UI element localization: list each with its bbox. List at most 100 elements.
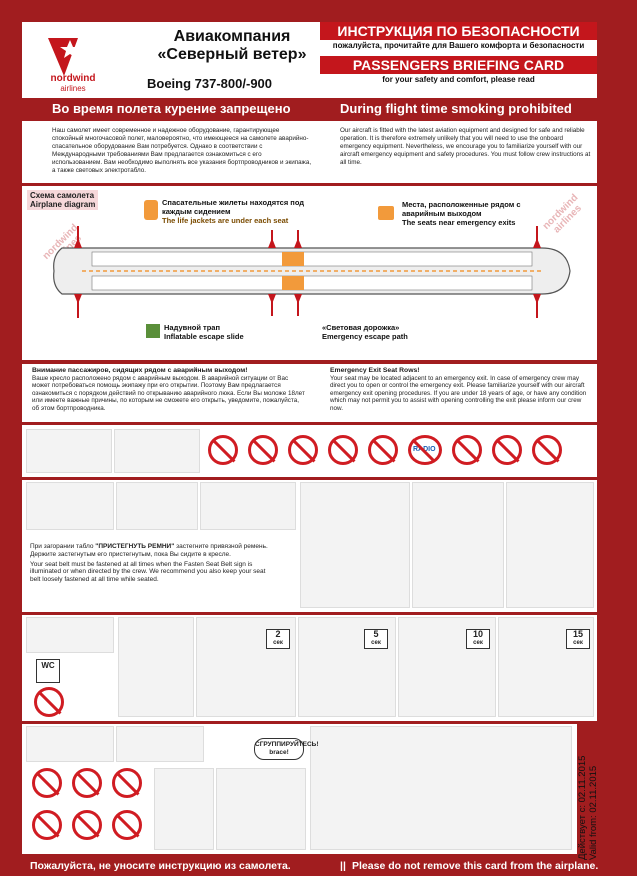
tighten-belt-image — [116, 482, 198, 530]
brace-position-image — [310, 726, 572, 850]
radio-label: RADIO — [413, 446, 436, 453]
footer-separator: || — [340, 860, 346, 872]
timer-value: 5 — [373, 629, 379, 639]
seat-back-upright-image — [412, 482, 504, 608]
exit-seat-icon — [378, 206, 394, 220]
cabin-layout — [53, 200, 571, 338]
intro-en: Our aircraft is fitted with the latest a… — [340, 127, 591, 166]
no-laptop-icon — [208, 435, 238, 465]
takeoff-scene-image — [26, 429, 112, 473]
slide-ru: Надувной трап — [164, 323, 220, 332]
exit-rows-en: Emergency Exit Seat Rows! Your seat may … — [330, 367, 592, 413]
nordwind-logo-icon — [48, 38, 80, 76]
aircraft-type: Boeing 737-800/-900 — [147, 76, 273, 91]
timer-unit: сек — [273, 640, 283, 646]
life-vest-ru: Спасательные жилеты находятся под каждым… — [162, 198, 305, 216]
diagram-title: Схема самолета Airplane diagram — [27, 190, 99, 210]
footer-ru: Пожалуйста, не уносите инструкцию из сам… — [30, 860, 291, 872]
no-radio-icon: RADIO — [408, 435, 442, 465]
ditching-scene-image — [116, 726, 204, 762]
no-smoking-icon — [34, 687, 64, 717]
validity-text: Действует с: 02.11.2015 Valid from: 02.1… — [577, 700, 599, 860]
landing-scene-image — [114, 429, 200, 473]
overhead-bin-image — [300, 482, 410, 608]
no-high-heels-icon — [32, 768, 62, 798]
no-rc-toy-icon — [452, 435, 482, 465]
exit-rows-panel: Внимание пассажиров, сидящих рядом с ава… — [22, 364, 597, 422]
seat-rows — [91, 251, 533, 291]
subtitle-en: for your safety and comfort, please read — [382, 75, 535, 84]
seatbelt-text-content: При загорании табло "ПРИСТЕГНУТЬ РЕМНИ" … — [30, 543, 270, 584]
validity-en: Valid from: 02.11.2015 — [588, 765, 599, 860]
fasten-belt-image — [26, 482, 114, 530]
title-ru: ИНСТРУКЦИЯ ПО БЕЗОПАСНОСТИ — [320, 22, 597, 40]
timer-unit: сек — [473, 640, 483, 646]
no-shaver-icon — [532, 435, 562, 465]
brace-ru: СГРУППИРУЙТЕСЬ! — [255, 741, 319, 748]
seatbelt-text: При загорании табло "ПРИСТЕГНУТЬ РЕМНИ" … — [22, 540, 275, 610]
passenger-seated-image — [506, 482, 594, 608]
smoking-en: During flight time smoking prohibited — [340, 101, 572, 116]
passenger-seated-belt-image — [118, 617, 194, 717]
no-camera-icon — [248, 435, 278, 465]
smoking-ru: Во время полета курение запрещено — [52, 101, 291, 116]
exit-rows-ru-title: Внимание пассажиров, сидящих рядом с ава… — [32, 367, 248, 374]
footer-en: Please do not remove this card from the … — [352, 860, 599, 872]
cruise-scene-image — [26, 617, 114, 653]
escape-path-en: Emergency escape path — [322, 332, 408, 341]
airline-name-line2: «Северный ветер» — [157, 46, 307, 63]
no-sharp-objects-icon — [112, 810, 142, 840]
seatbelt-en: Your seat belt must be fastened at all t… — [30, 560, 266, 584]
validity-stamp: Действует с: 02.11.2015 Valid from: 02.1… — [577, 700, 607, 860]
exit-rows-ru-text: Ваше кресло расположено рядом с аварийны… — [32, 374, 305, 412]
no-shoes-icon — [32, 810, 62, 840]
slide-icon — [146, 324, 160, 338]
exit-arrows — [74, 226, 541, 318]
exit-rows-en-text: Your seat may be located adjacent to an … — [330, 374, 587, 412]
logo-text: nordwind airlines — [38, 74, 108, 94]
no-microphone-icon — [368, 435, 398, 465]
life-vest-en: The life jackets are under each seat — [162, 216, 289, 225]
no-scissors-icon — [112, 768, 142, 798]
validity-ru: Действует с: 02.11.2015 — [577, 755, 588, 860]
logo-sub: airlines — [60, 84, 86, 93]
escape-path-ru: «Световая дорожка» — [322, 323, 400, 332]
no-handheld-device-icon — [492, 435, 522, 465]
timer-unit: сек — [371, 640, 381, 646]
diagram-title-ru: Схема самолета — [30, 191, 95, 200]
life-vest-label: Спасательные жилеты находятся под каждым… — [162, 198, 332, 225]
timer-value: 2 — [275, 629, 281, 639]
intro-ru: Наш самолет имеет современное и надежное… — [52, 127, 312, 174]
seatbelt-ru-lead: При загорании табло — [30, 543, 96, 550]
intro-panel: Наш самолет имеет современное и надежное… — [22, 121, 597, 183]
logo-word: nordwind — [50, 73, 96, 84]
buckle-belt-image — [216, 768, 306, 850]
brace-en: brace! — [269, 749, 289, 756]
brace-callout: СГРУППИРУЙТЕСЬ! brace! — [254, 738, 319, 760]
life-vest-icon — [144, 200, 158, 220]
no-mobile-phone-icon — [288, 435, 318, 465]
no-pen-icon — [72, 810, 102, 840]
escape-path-label: «Световая дорожка» Emergency escape path — [322, 323, 462, 341]
timer-value: 15 — [572, 629, 583, 639]
seatbelt-ru-sign: "ПРИСТЕГНУТЬ РЕМНИ" — [95, 543, 175, 550]
slide-label: Надувной трап Inflatable escape slide — [164, 323, 304, 341]
title-block: ИНСТРУКЦИЯ ПО БЕЗОПАСНОСТИ пожалуйста, п… — [320, 22, 597, 98]
exit-seats-label: Места, расположенные рядом с аварийным в… — [402, 200, 562, 227]
subtitle-ru: пожалуйста, прочитайте для Вашего комфор… — [332, 41, 585, 50]
smoking-banner: Во время полета курение запрещено During… — [22, 99, 597, 119]
airline-name-line1: Авиакомпания — [173, 28, 291, 45]
release-belt-image — [200, 482, 296, 530]
exit-seat-blocks — [282, 252, 304, 290]
timer-value: 10 — [472, 629, 483, 639]
seatbelt-ru-rest: застегните привязной ремень. Держите зас… — [30, 543, 268, 558]
no-glasses-icon — [72, 768, 102, 798]
diagram-title-en: Airplane diagram — [30, 200, 96, 209]
